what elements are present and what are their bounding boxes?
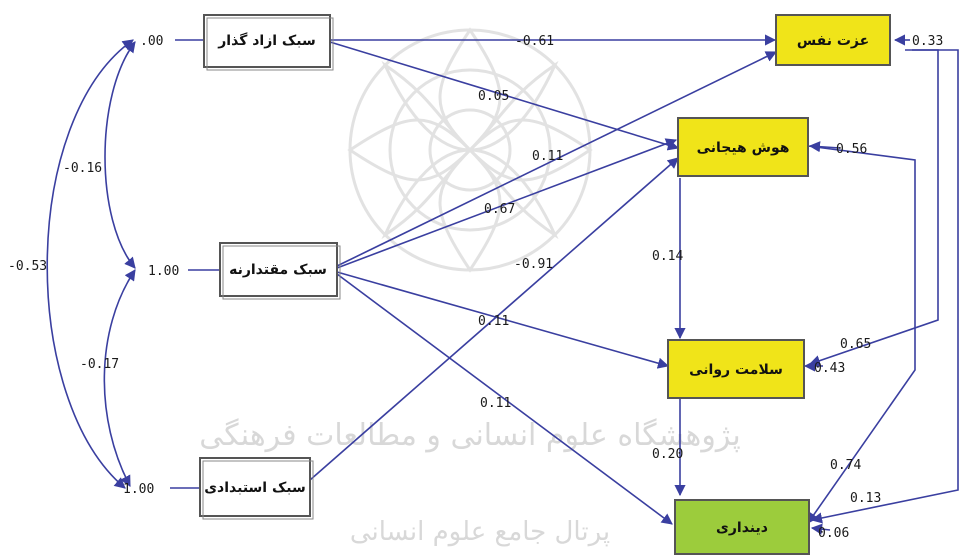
coef-auth-mental: 0.11	[478, 314, 509, 329]
error-self-esteem: 0.33	[912, 34, 943, 49]
path-autr-emo	[309, 157, 679, 481]
path-emo-relig	[807, 145, 916, 524]
variance-authoritative: 1.00	[148, 264, 179, 279]
coef-auth-self: 0.11	[532, 149, 563, 164]
covariance-auth-autr	[103, 269, 136, 487]
path-auth-relig	[336, 273, 673, 525]
error-emotional-intelligence: 0.56	[836, 142, 867, 157]
coef-auth-relig: 0.11	[480, 396, 511, 411]
covariance-perm-auth	[104, 41, 136, 269]
node-self-esteem-label: عزت نفس	[797, 33, 869, 49]
watermark-text-2: پرتال جامع علوم انسانی	[350, 517, 610, 547]
node-mental-health: سلامت روانی	[667, 339, 805, 399]
error-arrow-relig	[810, 523, 831, 535]
cov-label-perm-autr: -0.53	[8, 259, 47, 274]
coef-emo-mental: 0.14	[652, 249, 683, 264]
node-authoritative-label: سبک مقتدارنه	[229, 262, 327, 278]
node-religiosity-label: دینداری	[716, 520, 768, 536]
path-self-mental	[808, 49, 939, 367]
coef-autr-emo: -0.91	[514, 257, 553, 272]
coef-perm-self: -0.61	[515, 34, 554, 49]
cov-label-perm-auth: -0.16	[63, 161, 102, 176]
path-self-relig	[810, 49, 959, 524]
watermark-logo	[347, 27, 593, 273]
node-emotional-intelligence: هوش هیجانی	[677, 117, 809, 177]
covariance-perm-autr	[46, 39, 134, 489]
path-auth-self	[336, 51, 778, 267]
cov-label-auth-autr: -0.17	[80, 357, 119, 372]
path-auth-mental	[336, 271, 670, 369]
path-auth-emo	[336, 138, 678, 269]
coef-perm-emo: 0.05	[478, 89, 509, 104]
coef-auth-emo: 0.67	[484, 202, 515, 217]
watermark-text-1: پژوهشگاه علوم انسانی و مطالعات فرهنگی	[199, 418, 741, 453]
node-religiosity: دینداری	[674, 499, 810, 555]
error-arrow-emo	[808, 141, 841, 153]
node-authoritative: سبک مقتدارنه	[219, 242, 341, 300]
coef-emo-relig: 0.74	[830, 458, 861, 473]
path-perm-emo	[329, 41, 680, 151]
coef-self-mental: 0.65	[840, 337, 871, 352]
coef-self-relig: 0.13	[850, 491, 881, 506]
node-authoritarian: سبک استبدادی	[199, 457, 314, 520]
node-permissive: سبک ازاد گذار	[203, 14, 334, 71]
variance-authoritarian: 1.00	[123, 482, 154, 497]
error-mental-health: 0.43	[814, 361, 845, 376]
node-emotional-intelligence-label: هوش هیجانی	[697, 140, 790, 156]
node-self-esteem: عزت نفس	[775, 14, 891, 66]
error-religiosity: 0.06	[818, 526, 849, 541]
variance-permissive: .00	[140, 34, 163, 49]
coef-mental-relig: 0.20	[652, 447, 683, 462]
node-permissive-label: سبک ازاد گذار	[217, 32, 316, 49]
node-mental-health-label: سلامت روانی	[689, 362, 783, 378]
node-authoritarian-label: سبک استبدادی	[204, 480, 306, 496]
